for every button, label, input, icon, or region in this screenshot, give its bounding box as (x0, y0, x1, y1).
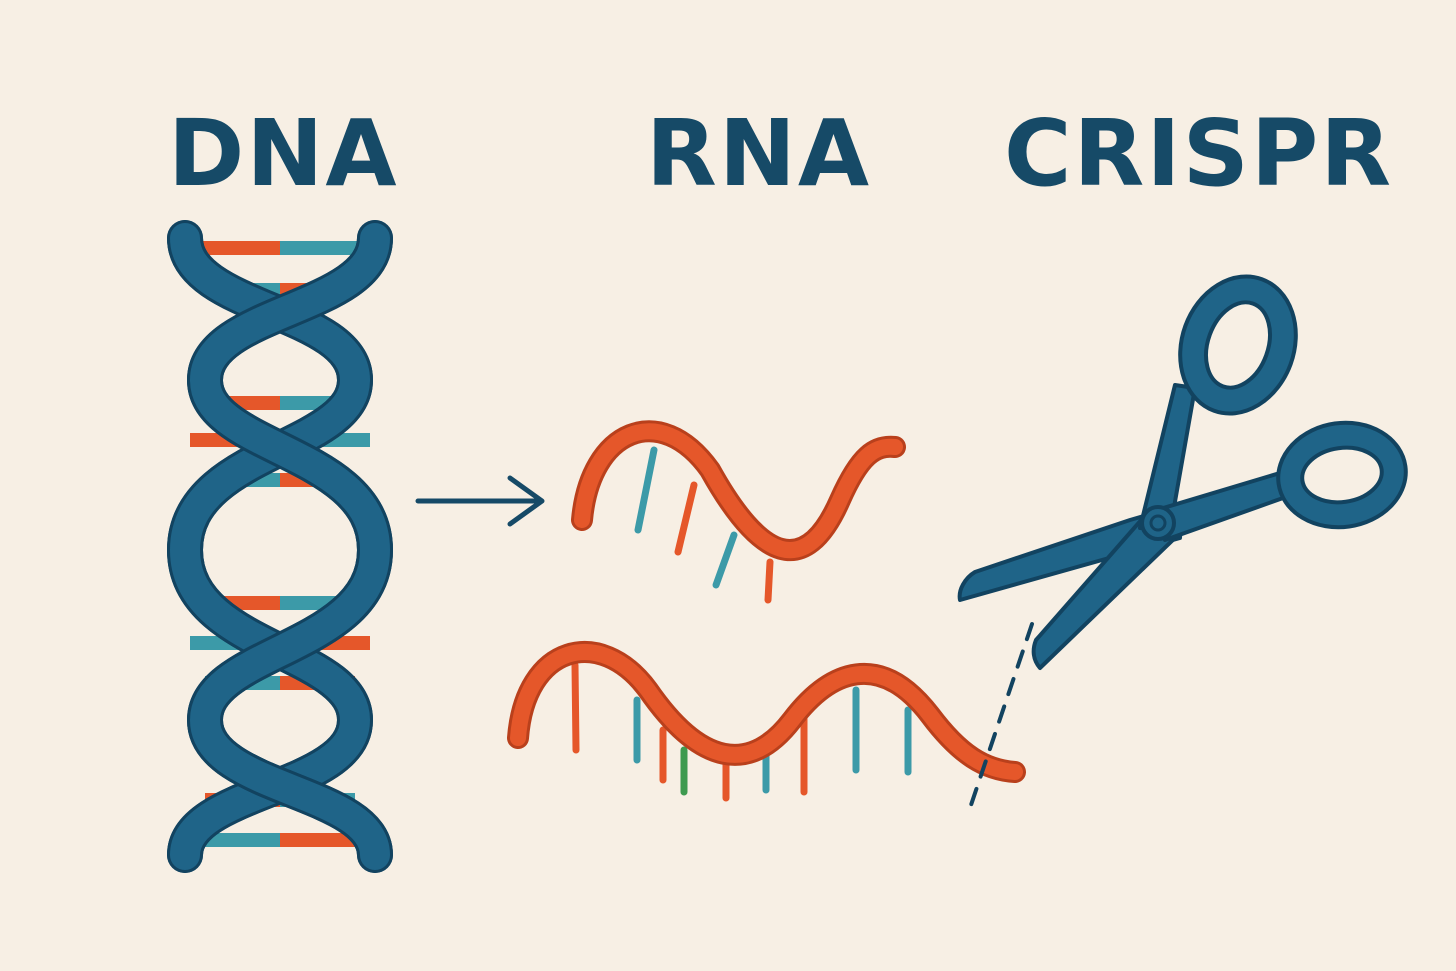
rna-base (634, 446, 658, 534)
scissors-icon (957, 274, 1408, 670)
dna-backbone-strand-b (169, 223, 371, 870)
rna-base (712, 531, 738, 589)
dashed-cut-line-icon (968, 622, 1034, 810)
rna-base (674, 481, 698, 556)
rna-bases (571, 661, 912, 802)
rna-backbone-fill (510, 644, 1023, 780)
rna-heading: RNA (646, 100, 872, 207)
rna-strand-icon (507, 641, 1026, 802)
rna-backbone-fill (574, 423, 903, 559)
rna-strand-icon (571, 420, 906, 604)
dna-heading: DNA (168, 100, 399, 207)
dna-backbone-strand-a (189, 223, 391, 870)
rna-base (571, 661, 580, 754)
rna-bases (634, 446, 774, 604)
scissors-blade-lower (1031, 508, 1180, 670)
rna-base (764, 558, 774, 604)
dna-double-helix-icon (166, 220, 394, 873)
crispr-heading: CRISPR (1004, 100, 1394, 207)
arrow-right-icon (415, 475, 545, 527)
